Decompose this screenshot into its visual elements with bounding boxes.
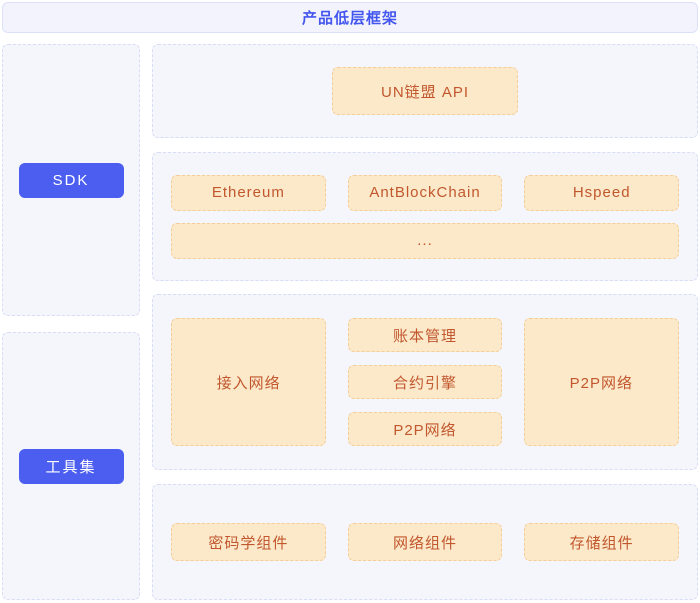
access-network-box: 接入网络 [171, 318, 327, 446]
p2p-network-box: P2P网络 [523, 318, 679, 446]
diagram-title: 产品低层框架 [2, 2, 698, 33]
components-layer-panel: 密码学组件 网络组件 存储组件 [152, 484, 698, 600]
network-component-box: 网络组件 [347, 523, 503, 561]
chains-layer-panel: Ethereum AntBlockChain Hspeed ... [152, 152, 698, 281]
chains-row: Ethereum AntBlockChain Hspeed [171, 174, 680, 211]
p2p-network-small-box: P2P网络 [348, 412, 502, 446]
network-middle-column: 账本管理 合约引擎 P2P网络 [348, 318, 502, 446]
api-layer-panel: UN链盟 API [152, 44, 698, 138]
network-layer-panel: 接入网络 账本管理 合约引擎 P2P网络 P2P网络 [152, 294, 698, 470]
contract-engine-box: 合约引擎 [348, 365, 502, 399]
hspeed-box: Hspeed [524, 174, 680, 211]
sdk-button: SDK [18, 162, 124, 198]
toolkit-panel: 工具集 [2, 332, 140, 600]
un-chain-api-box: UN链盟 API [332, 67, 518, 115]
sdk-panel: SDK [2, 44, 140, 316]
ethereum-box: Ethereum [171, 174, 326, 211]
toolkit-button: 工具集 [18, 448, 124, 484]
ledger-management-box: 账本管理 [348, 318, 502, 352]
cryptography-component-box: 密码学组件 [171, 523, 326, 561]
antblockchain-box: AntBlockChain [347, 174, 503, 211]
more-chains-box: ... [171, 222, 679, 259]
storage-component-box: 存储组件 [524, 523, 680, 561]
